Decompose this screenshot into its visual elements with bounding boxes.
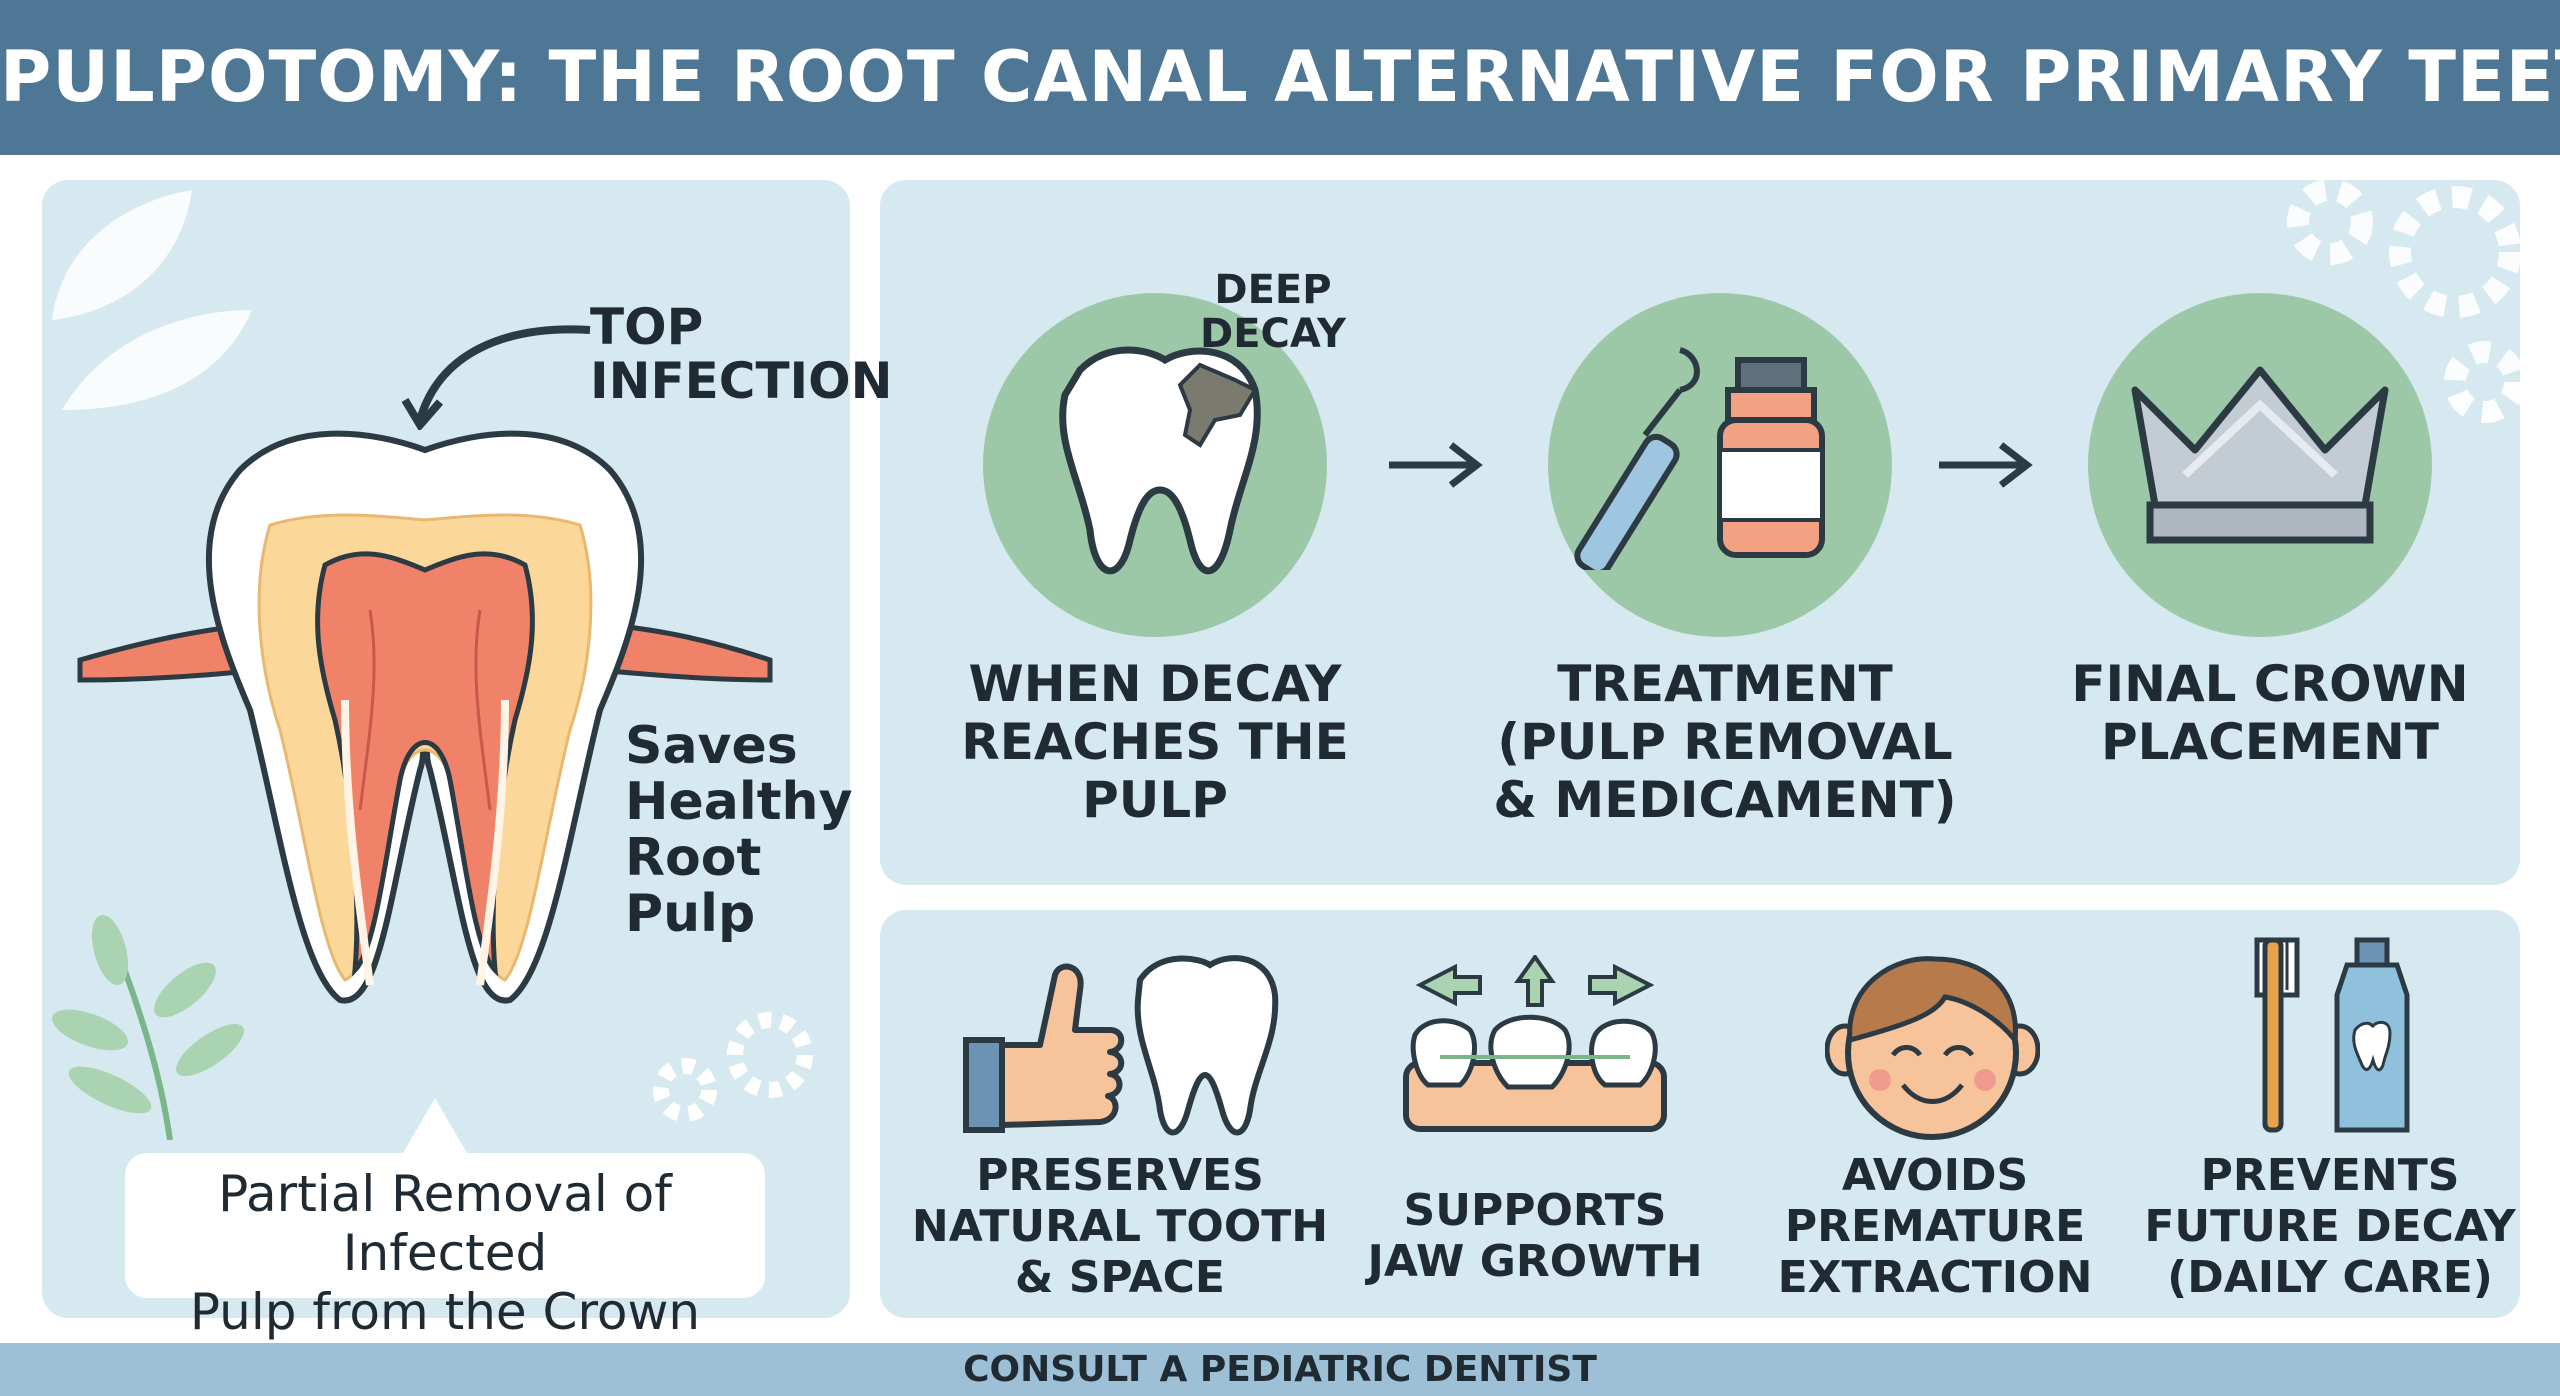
jaw-growth-icon (1403, 955, 1667, 1132)
benefit-4-label: PREVENTS FUTURE DECAY (DAILY CARE) (2144, 1150, 2516, 1304)
step-2-label: TREATMENT (PULP REMOVAL & MEDICAMENT) (1493, 655, 1957, 829)
curved-arrow-icon (401, 325, 591, 430)
benefit-1-label: PRESERVES NATURAL TOOTH & SPACE (911, 1150, 1329, 1304)
plant-icon (52, 914, 244, 1140)
happy-child-icon (1825, 956, 2040, 1140)
arrow-right-icon (1939, 442, 2033, 488)
callout-text: Partial Removal of Infected Pulp from th… (189, 1165, 701, 1341)
saves-pulp-label: Saves Healthy Root Pulp (625, 716, 853, 945)
step-1-label: WHEN DECAY REACHES THE PULP (961, 655, 1349, 829)
deep-decay-label: DEEP DECAY (1200, 267, 1346, 357)
thumbs-up-tooth-icon (963, 955, 1279, 1136)
leaf-icon (52, 190, 252, 410)
gear-icon (2287, 179, 2520, 423)
gear-icon (653, 1012, 813, 1122)
header-bar (0, 0, 2560, 155)
crown-icon (2131, 366, 2389, 544)
top-infection-label: TOP INFECTION (590, 298, 893, 410)
tooth-cross-section (77, 430, 773, 1004)
page-title: PULPOTOMY: THE ROOT CANAL ALTERNATIVE FO… (0, 36, 2560, 118)
decayed-tooth-icon (1059, 346, 1261, 575)
footer-text: CONSULT A PEDIATRIC DENTIST (963, 1349, 1597, 1390)
dental-tools-icon (1574, 347, 1825, 570)
callout-pointer (400, 1098, 470, 1158)
toothbrush-toothpaste-icon (2254, 937, 2410, 1133)
callout-box (125, 1153, 765, 1298)
benefit-2-label: SUPPORTS JAW GROWTH (1367, 1185, 1703, 1288)
arrow-right-icon (1389, 442, 1483, 488)
step-3-label: FINAL CROWN PLACEMENT (2071, 655, 2469, 771)
benefit-3-label: AVOIDS PREMATURE EXTRACTION (1777, 1150, 2093, 1304)
footer-bar (0, 1343, 2560, 1396)
